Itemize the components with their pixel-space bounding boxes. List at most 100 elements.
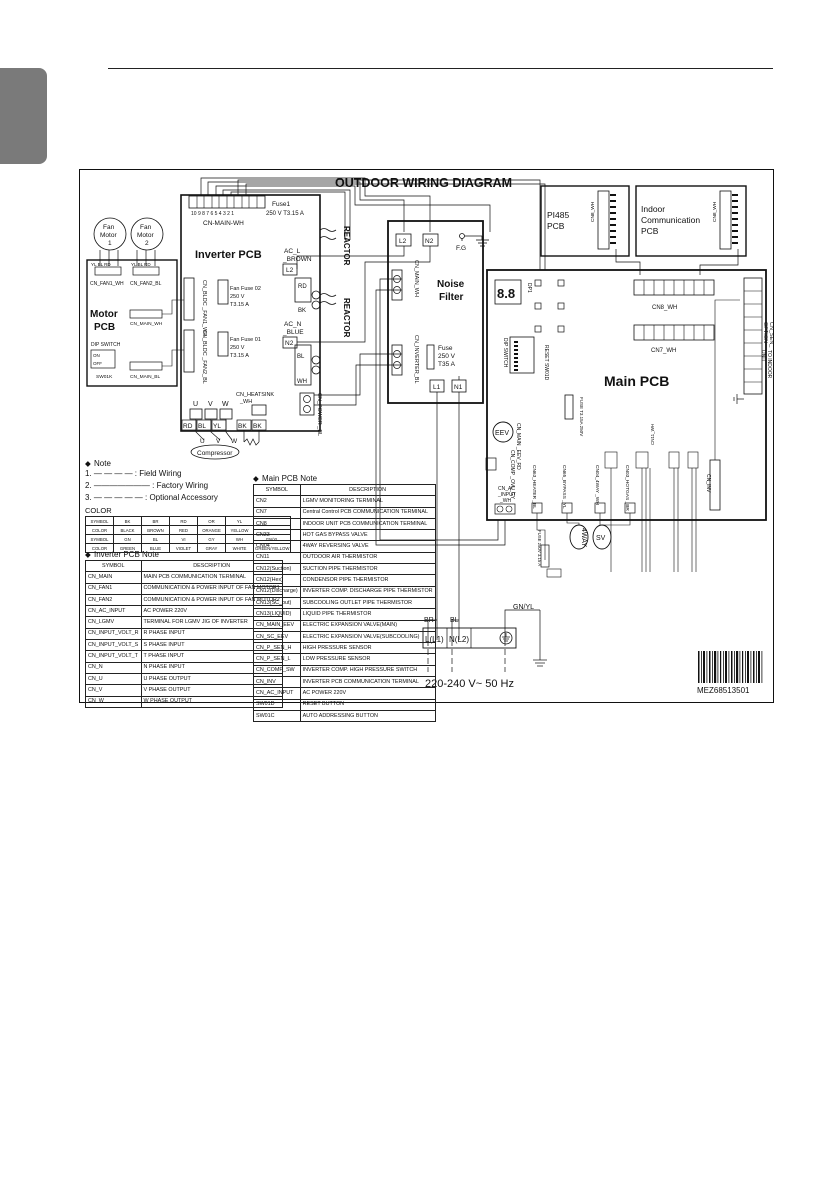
part-number: MEZ68513501: [697, 686, 750, 695]
barcode: [698, 651, 763, 683]
symbol-cell: CN11: [253, 551, 301, 565]
cn-inv-label: CN_INV: [705, 474, 711, 493]
nf-n1-terminal: N1: [454, 384, 463, 391]
noise-filter-box: [387, 220, 484, 404]
symbol-cell: CN04: [253, 540, 301, 553]
inv-wh-label: WH: [297, 379, 307, 385]
description-cell: HOT GAS BYPASS VALVE: [299, 529, 436, 542]
fan-motor-2-line1: Fan: [140, 224, 152, 231]
motor-pcb-label-1: Motor: [90, 309, 118, 320]
inv-u-label: U: [193, 401, 198, 408]
symbol-cell: CN_INPUT_VOLT_T: [85, 650, 142, 663]
main-fuse-label: FUSE T3.15A 250V: [579, 397, 584, 436]
fourway-label: 4WAY: [580, 528, 587, 547]
comp-yl-label: YL: [213, 423, 221, 430]
description-cell: CONDENSOR PIPE THERMISTOR: [299, 574, 436, 587]
cn-main-wh-label: CN-MAIN-WH: [203, 220, 244, 227]
description-cell: SUBCOOLING OUTLET PIPE THERMISTOR: [299, 596, 436, 610]
nf-fuse-label: Fuse: [438, 345, 453, 352]
inv-v-label: V: [208, 401, 213, 408]
comp-bl-label: BL: [198, 423, 206, 430]
description-cell: AUTO ADDRESSING BUTTON: [299, 709, 436, 723]
indoor-comm-label-3: PCB: [641, 226, 659, 236]
seven-segment-display: [494, 279, 522, 305]
color-heading: COLOR: [85, 506, 112, 515]
nf-l2-terminal: L2: [399, 238, 407, 245]
compressor-symbol: [190, 444, 240, 460]
bypass-connector-label: CN65_BYPASS _YL: [561, 465, 567, 509]
nf-fuse-symbol: [426, 344, 435, 370]
description-cell: INVERTER COMP. DISCHARGE PIPE THERMISTOR: [299, 585, 436, 598]
nf-fuse-current: T35 A: [438, 361, 456, 368]
nf-n2-terminal: N2: [425, 238, 434, 245]
cn-ac-input-label-3: _WH: [499, 498, 512, 504]
description-cell: LIQUID PIPE THERMISTOR: [299, 608, 436, 621]
comp-rd-label: RD: [183, 423, 193, 430]
heater-connector-label: CN63_HEATER _BL: [531, 465, 537, 509]
symbol-cell: CN_P_SEN_L: [253, 653, 301, 666]
symbol-cell: CN12(Suction): [253, 563, 301, 576]
symbol-cell: CN_INPUT_VOLT_R: [85, 627, 142, 641]
fan-motor-1: [93, 217, 127, 251]
note-heading: Note: [94, 459, 111, 468]
fuse1-label: Fuse1: [272, 201, 290, 208]
svg-text:◆: ◆: [85, 550, 92, 559]
comp-v-label: V: [216, 438, 221, 445]
svg-text:8.8: 8.8: [497, 286, 515, 301]
main-note-heading: Main PCB Note: [262, 474, 318, 483]
sv-label: SV: [596, 535, 606, 542]
symbol-cell: SW01D: [253, 698, 301, 711]
cn-heatsink-label: CN_HEATSINK: [236, 392, 274, 398]
svg-text:YL BL RD: YL BL RD: [131, 262, 151, 267]
main-note-row: CN12(Discharge)INVERTER COMP. DISCHARGE …: [253, 585, 436, 598]
cn-main-wh-motor-label: CN_MAIN_WH: [130, 321, 163, 327]
comp-u-label: U: [200, 438, 205, 445]
symbol-cell: CN_MAIN: [85, 571, 142, 584]
inverter-note-heading: Inverter PCB Note: [94, 550, 159, 559]
cn-power-label: CN_POWER _BL: [316, 393, 322, 436]
nf-fuse-voltage: 250 V: [438, 353, 456, 360]
inv-l2-terminal: L2: [286, 267, 294, 274]
reset-label: RESET SW01D: [543, 345, 549, 381]
noise-filter-label-2: Filter: [439, 292, 464, 303]
pi485-label-2: PCB: [547, 221, 565, 231]
indoor-comm-label-1: Indoor: [641, 204, 665, 214]
main-note-row: CN13(LIQUID)LIQUID PIPE THERMISTOR: [253, 608, 436, 621]
svg-text:CN8_WH: CN8_WH: [590, 201, 596, 222]
fourway-connector-label: CN04_4WAY _WH: [594, 465, 600, 505]
eev-label: EEV: [495, 430, 509, 437]
note-line-1: 1. — — — — : Field Wiring: [85, 469, 181, 478]
symbol-cell: CN12(Hex): [253, 574, 301, 587]
nf-cn-main-wh-label: CN_MAIN_WH: [413, 260, 419, 297]
chapter-tab-marker: [0, 68, 47, 164]
main-note-row: CN12(Hex)CONDENSOR PIPE THERMISTOR: [253, 574, 436, 587]
fan-fuse-02-rating-v: 250 V: [230, 294, 245, 300]
note-line-3: 3. — — — — — : Optional Accessory: [85, 493, 218, 502]
compressor-label: Compressor: [197, 450, 233, 457]
earth-terminal-icon: [499, 631, 513, 645]
ac-l-label: AC_L: [284, 248, 301, 255]
inv-bl-label: BL: [297, 354, 305, 360]
symbol-cell: CN_AC_INPUT: [253, 687, 301, 700]
eev-symbol: [492, 421, 514, 443]
description-cell: HIGH PRESSURE SENSOR: [299, 642, 436, 655]
symbol-cell: CN13(SC_out): [253, 596, 301, 610]
symbol-cell: CN_FAN2: [85, 593, 142, 607]
symbol-cell: CN33: [253, 529, 301, 542]
nf-cn-inverter-bl-label: CN_INVERTER_BL: [413, 335, 419, 384]
cn-main-pin-numbers: 10 9 8 7 6 5 4 3 2 1: [191, 211, 234, 217]
main-dip-switch: [509, 336, 535, 374]
fan-fuse-01-rating-a: T3.15 A: [230, 353, 249, 359]
hotgas-connector-label: CN03_HOTGAS _BR: [624, 465, 630, 511]
to-indoor-unit-label-2: UNIT: [760, 350, 766, 362]
